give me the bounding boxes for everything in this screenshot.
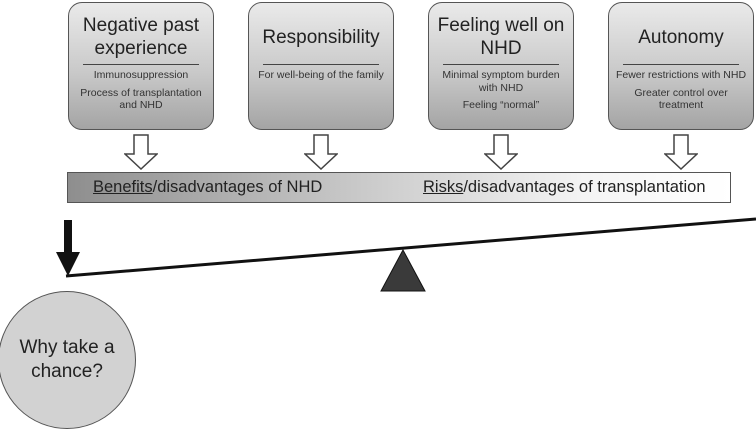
card-item: Feeling “normal” <box>462 99 540 111</box>
down-arrow-icon <box>304 134 338 170</box>
down-arrow-icon <box>664 134 698 170</box>
bar-left-rest: /disadvantages of NHD <box>152 178 323 196</box>
card-body: Immunosuppression Process of transplanta… <box>75 69 207 117</box>
card-body: Minimal symptom burden with NHD Feeling … <box>435 69 567 117</box>
down-arrow-icon <box>124 134 158 170</box>
card-divider <box>623 64 739 65</box>
card-divider <box>83 64 199 65</box>
circle-label: Why take a chance? <box>19 337 115 382</box>
card-title: Feeling well on NHD <box>437 15 565 59</box>
card-item: Greater control over treatment <box>634 86 728 112</box>
benefits-label: Benefits <box>93 178 153 196</box>
fulcrum-triangle <box>380 248 426 292</box>
card-item: Fewer restrictions with NHD <box>615 69 747 81</box>
why-take-a-chance-circle: Why take a chance? <box>0 291 136 429</box>
card-feeling-well: Feeling well on NHD Minimal symptom burd… <box>428 2 574 130</box>
card-body: Fewer restrictions with NHD Greater cont… <box>615 69 747 117</box>
card-autonomy: Autonomy Fewer restrictions with NHD Gre… <box>608 2 754 130</box>
card-negative-past-experience: Negative past experience Immunosuppressi… <box>68 2 214 130</box>
bar-right-rest: /disadvantages of transplantation <box>463 178 706 196</box>
tip-arrow-icon <box>56 220 80 276</box>
card-item: For well-being of the family <box>258 69 384 81</box>
card-title: Autonomy <box>638 26 724 48</box>
bar-right-text: Risks/disadvantages of transplantation <box>423 173 706 202</box>
risks-label: Risks <box>423 178 464 196</box>
card-divider <box>443 64 559 65</box>
card-body: For well-being of the family <box>255 69 387 87</box>
bar-left-text: Benefits/disadvantages of NHD <box>93 173 322 202</box>
card-title: Responsibility <box>262 26 380 48</box>
down-arrow-icon <box>484 134 518 170</box>
card-divider <box>263 64 379 65</box>
balance-bar: Benefits/disadvantages of NHD Risks/disa… <box>67 172 731 203</box>
card-item: Process of transplantation and NHD <box>80 86 202 112</box>
scale-beam <box>65 217 756 278</box>
card-title: Negative past experience <box>82 15 200 59</box>
card-item: Immunosuppression <box>93 69 189 81</box>
card-item: Minimal symptom burden with NHD <box>442 69 560 94</box>
card-responsibility: Responsibility For well-being of the fam… <box>248 2 394 130</box>
